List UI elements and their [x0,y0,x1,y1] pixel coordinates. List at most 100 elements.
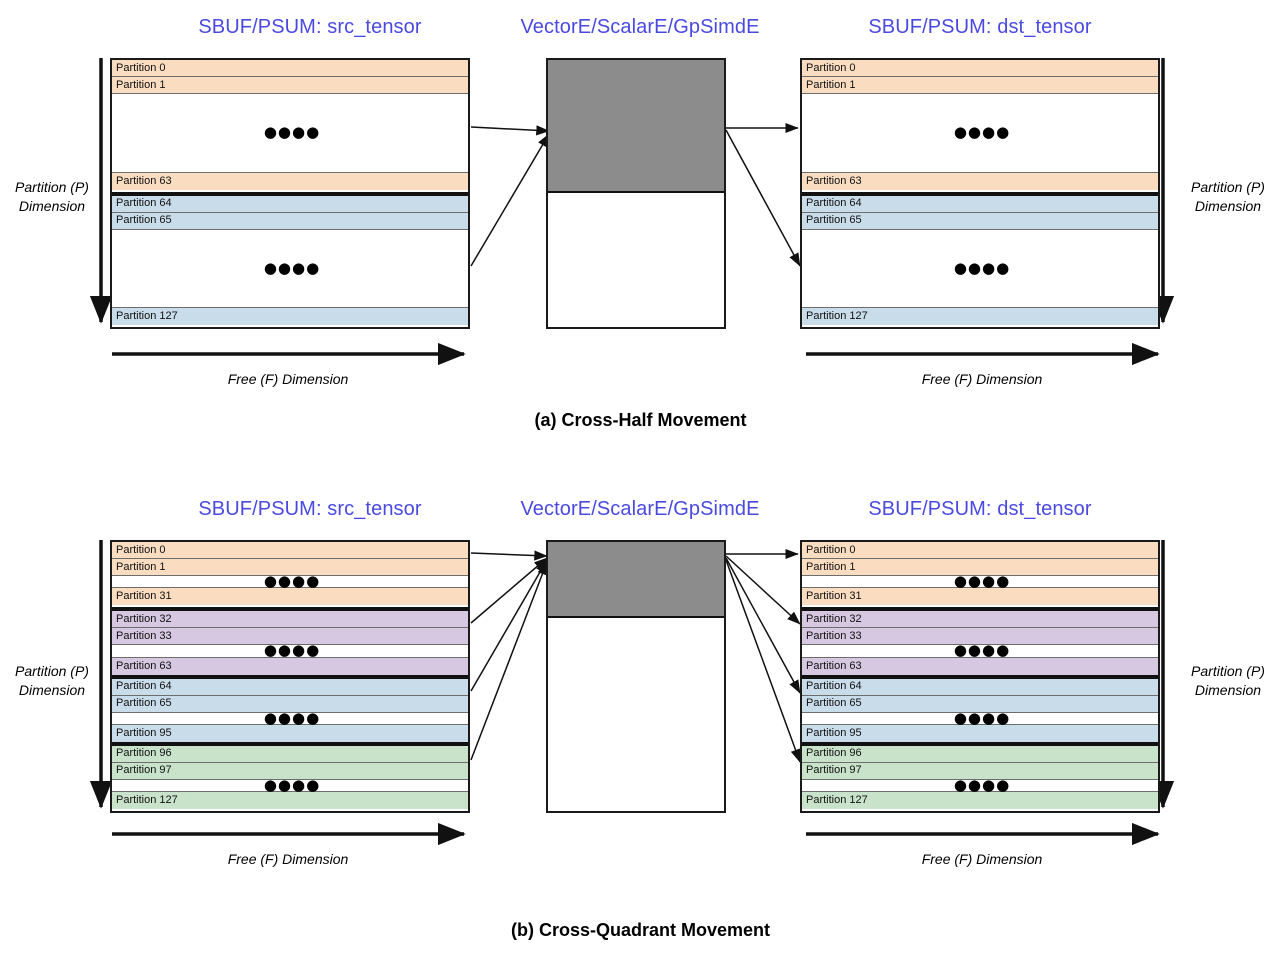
partition-label: Partition 31 [116,590,172,603]
partition-label: Partition 96 [116,747,172,760]
partition-row: Partition 1 [112,77,468,94]
panel-a-engine-box [546,58,726,329]
partition-label: Partition 1 [806,560,856,573]
partition-ellipsis: ●●●● [802,641,1158,660]
panel-a-p-axis-label-right: Partition (P)Dimension [1191,179,1265,214]
ellipsis-dots-icon: ●●●● [953,123,1011,142]
partition-label: Partition 64 [806,680,862,692]
partition-group-half-lower: Partition 64 Partition 65 ●●●● Partition 12… [112,193,468,328]
partition-row: Partition 0 [112,542,468,559]
partition-row: Partition 127 [112,792,468,809]
ellipsis-dots-icon: ●●●● [953,641,1011,660]
panel-a-dst-title: SBUF/PSUM: dst_tensor [868,16,1092,38]
partition-row: Partition 33 [112,628,468,646]
panel-b-engine-box [546,540,726,813]
partition-row: Partition 32 [112,611,468,629]
partition-row: Partition 32 [802,611,1158,629]
partition-label: Partition 32 [806,612,862,625]
panel-a-engine-active-half [548,60,724,193]
partition-label: Partition 64 [806,197,862,209]
partition-row: Partition 64 [802,678,1158,696]
partition-ellipsis: ●●●● [802,775,1158,794]
partition-label: Partition 1 [806,78,856,91]
partition-label: Partition 127 [806,310,868,322]
partition-label: Partition 33 [806,629,862,642]
partition-label: Partition 1 [116,78,166,91]
partition-group-half-lower: Partition 64 Partition 65 ●●●● Partition 12… [802,193,1158,328]
partition-row: Partition 127 [802,308,1158,325]
partition-row: Partition 0 [112,60,468,77]
partition-label: Partition 96 [806,747,862,760]
ellipsis-dots-icon: ●●●● [263,641,321,660]
partition-ellipsis: ●●●● [112,641,468,660]
partition-label: Partition 97 [806,764,862,777]
partition-row: Partition 1 [802,77,1158,94]
partition-label: Partition 127 [116,310,178,322]
panel-cross-quadrant-movement: SBUF/PSUM: src_tensor VectorE/ScalarE/Gp… [0,482,1281,962]
ellipsis-dots-icon: ●●●● [263,123,321,142]
panel-a-src-title: SBUF/PSUM: src_tensor [198,16,422,38]
partition-row: Partition 65 [112,695,468,713]
partition-row: Partition 0 [802,60,1158,77]
partition-row: Partition 97 [802,762,1158,780]
ellipsis-dots-icon: ●●●● [953,775,1011,794]
partition-label: Partition 0 [806,61,856,74]
ellipsis-dots-icon: ●●●● [953,572,1011,591]
panel-a-engine-title: VectorE/ScalarE/GpSimdE [520,16,760,38]
panel-a-axes [89,58,1175,366]
partition-label: Partition 127 [806,794,868,806]
ellipsis-dots-icon: ●●●● [263,708,321,727]
partition-label: Partition 127 [116,794,178,806]
partition-row: Partition 96 [112,745,468,763]
partition-row: Partition 31 [112,588,468,606]
partition-row: Partition 1 [802,559,1158,576]
ellipsis-dots-icon: ●●●● [263,258,321,277]
partition-row: Partition 31 [802,588,1158,606]
partition-label: Partition 64 [116,197,172,209]
partition-row: Partition 33 [802,628,1158,646]
panel-b-dst-title: SBUF/PSUM: dst_tensor [868,498,1092,520]
partition-row: Partition 127 [802,792,1158,809]
panel-cross-half-movement: SBUF/PSUM: src_tensor VectorE/ScalarE/Gp… [0,0,1281,450]
partition-label: Partition 95 [116,726,172,739]
partition-row: Partition 65 [112,212,468,230]
partition-label: Partition 33 [116,629,172,642]
partition-row: Partition 63 [112,657,468,675]
ellipsis-dots-icon: ●●●● [263,572,321,591]
partition-label: Partition 65 [116,697,172,709]
partition-row: Partition 97 [112,762,468,780]
panel-b-axes [89,540,1175,846]
partition-label: Partition 0 [806,543,856,556]
panel-a-f-axis-label-left: Free (F) Dimension [227,371,349,387]
partition-label: Partition 31 [806,590,862,603]
panel-b-dst-tensor: Partition 0 Partition 1 ●●●● Partition 31 Pa… [800,540,1160,813]
partition-ellipsis: ●●●● [112,229,468,308]
partition-row: Partition 95 [802,724,1158,742]
partition-row: Partition 65 [802,212,1158,230]
panel-b-caption: (b) Cross-Quadrant Movement [510,920,771,940]
panel-b-p-axis-label-right: Partition (P)Dimension [1191,663,1265,698]
partition-row: Partition 95 [112,724,468,742]
panel-b-f-axis-label-right: Free (F) Dimension [921,851,1043,867]
partition-label: Partition 64 [116,680,172,692]
panel-b-f-axis-label-left: Free (F) Dimension [227,851,349,867]
ellipsis-dots-icon: ●●●● [953,258,1011,277]
partition-row: Partition 64 [802,195,1158,213]
partition-ellipsis: ●●●● [112,94,468,173]
partition-ellipsis: ●●●● [112,572,468,591]
partition-group-quadrant-3: Partition 96 Partition 97 ●●●● Partition 12… [802,743,1158,811]
partition-label: Partition 95 [806,726,862,739]
partition-label: Partition 63 [806,659,862,672]
partition-row: Partition 96 [802,745,1158,763]
ellipsis-dots-icon: ●●●● [263,775,321,794]
partition-row: Partition 1 [112,559,468,576]
partition-ellipsis: ●●●● [802,572,1158,591]
panel-b-src-title: SBUF/PSUM: src_tensor [198,498,422,520]
partition-group-quadrant-2: Partition 64 Partition 65 ●●●● Partition 95 [112,676,468,744]
panel-a-caption: (a) Cross-Half Movement [534,410,747,430]
